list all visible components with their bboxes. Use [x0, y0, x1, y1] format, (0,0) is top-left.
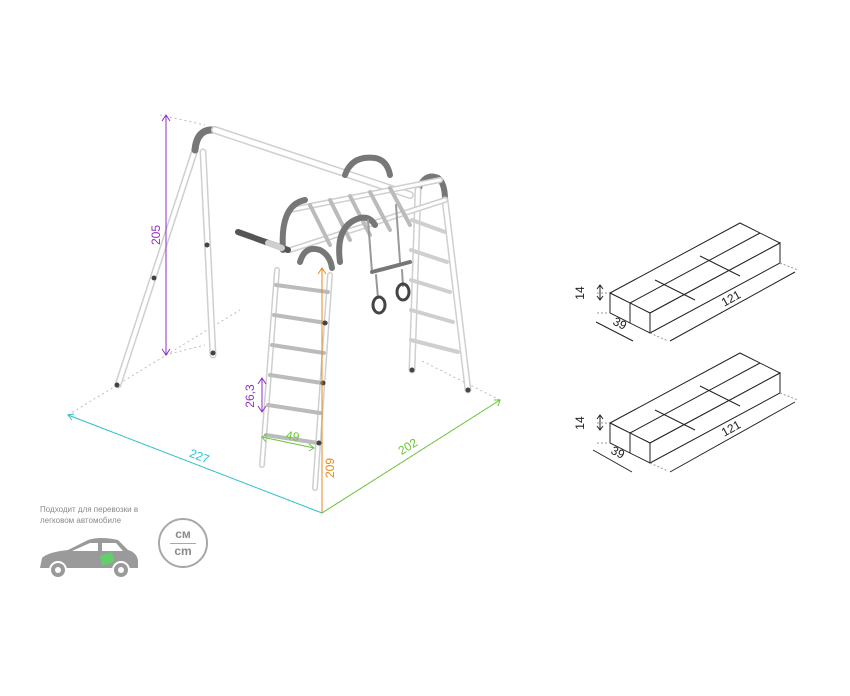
unit-label-en: cm: [174, 544, 192, 558]
label-ladder-width: 49: [285, 428, 301, 444]
package-1-width: 39: [611, 314, 630, 333]
ladder: [259, 267, 333, 491]
dimension-frame-height: 205: [149, 114, 171, 356]
package-box-2: [592, 352, 799, 473]
playground-structure: [114, 126, 472, 491]
unit-label-ru: см: [175, 527, 191, 541]
dimension-rung-spacing: 26,3: [243, 377, 267, 413]
car-transport-note: Подходит для перевозки в легковом автомо…: [40, 505, 139, 525]
package-2-width: 39: [609, 443, 628, 462]
label-frame-height: 205: [149, 225, 163, 245]
gymnastic-rings: [367, 204, 412, 315]
a-frame: [114, 126, 219, 389]
dimension-ladder-width: 49: [261, 428, 315, 452]
label-width-right: 202: [396, 435, 421, 458]
car-icon: [40, 538, 138, 579]
dimension-width-right: 202: [321, 399, 501, 514]
units-badge: см cm: [158, 518, 208, 568]
package-1-height: 14: [573, 286, 587, 300]
monkey-bars: [287, 177, 448, 253]
package-box-1: [595, 222, 799, 342]
dimension-width-left: 227: [67, 413, 323, 514]
package-2-height: 14: [573, 416, 587, 430]
side-ladder: [409, 218, 460, 354]
label-ladder-height: 209: [323, 458, 337, 478]
top-beam: [211, 126, 414, 199]
label-rung-spacing: 26,3: [243, 384, 257, 408]
front-arch: [279, 197, 378, 271]
unit-divider: [170, 543, 196, 544]
chin-up-bar: [235, 229, 291, 253]
label-width-left: 227: [188, 446, 212, 466]
dimension-ladder-height: 209: [317, 267, 337, 513]
